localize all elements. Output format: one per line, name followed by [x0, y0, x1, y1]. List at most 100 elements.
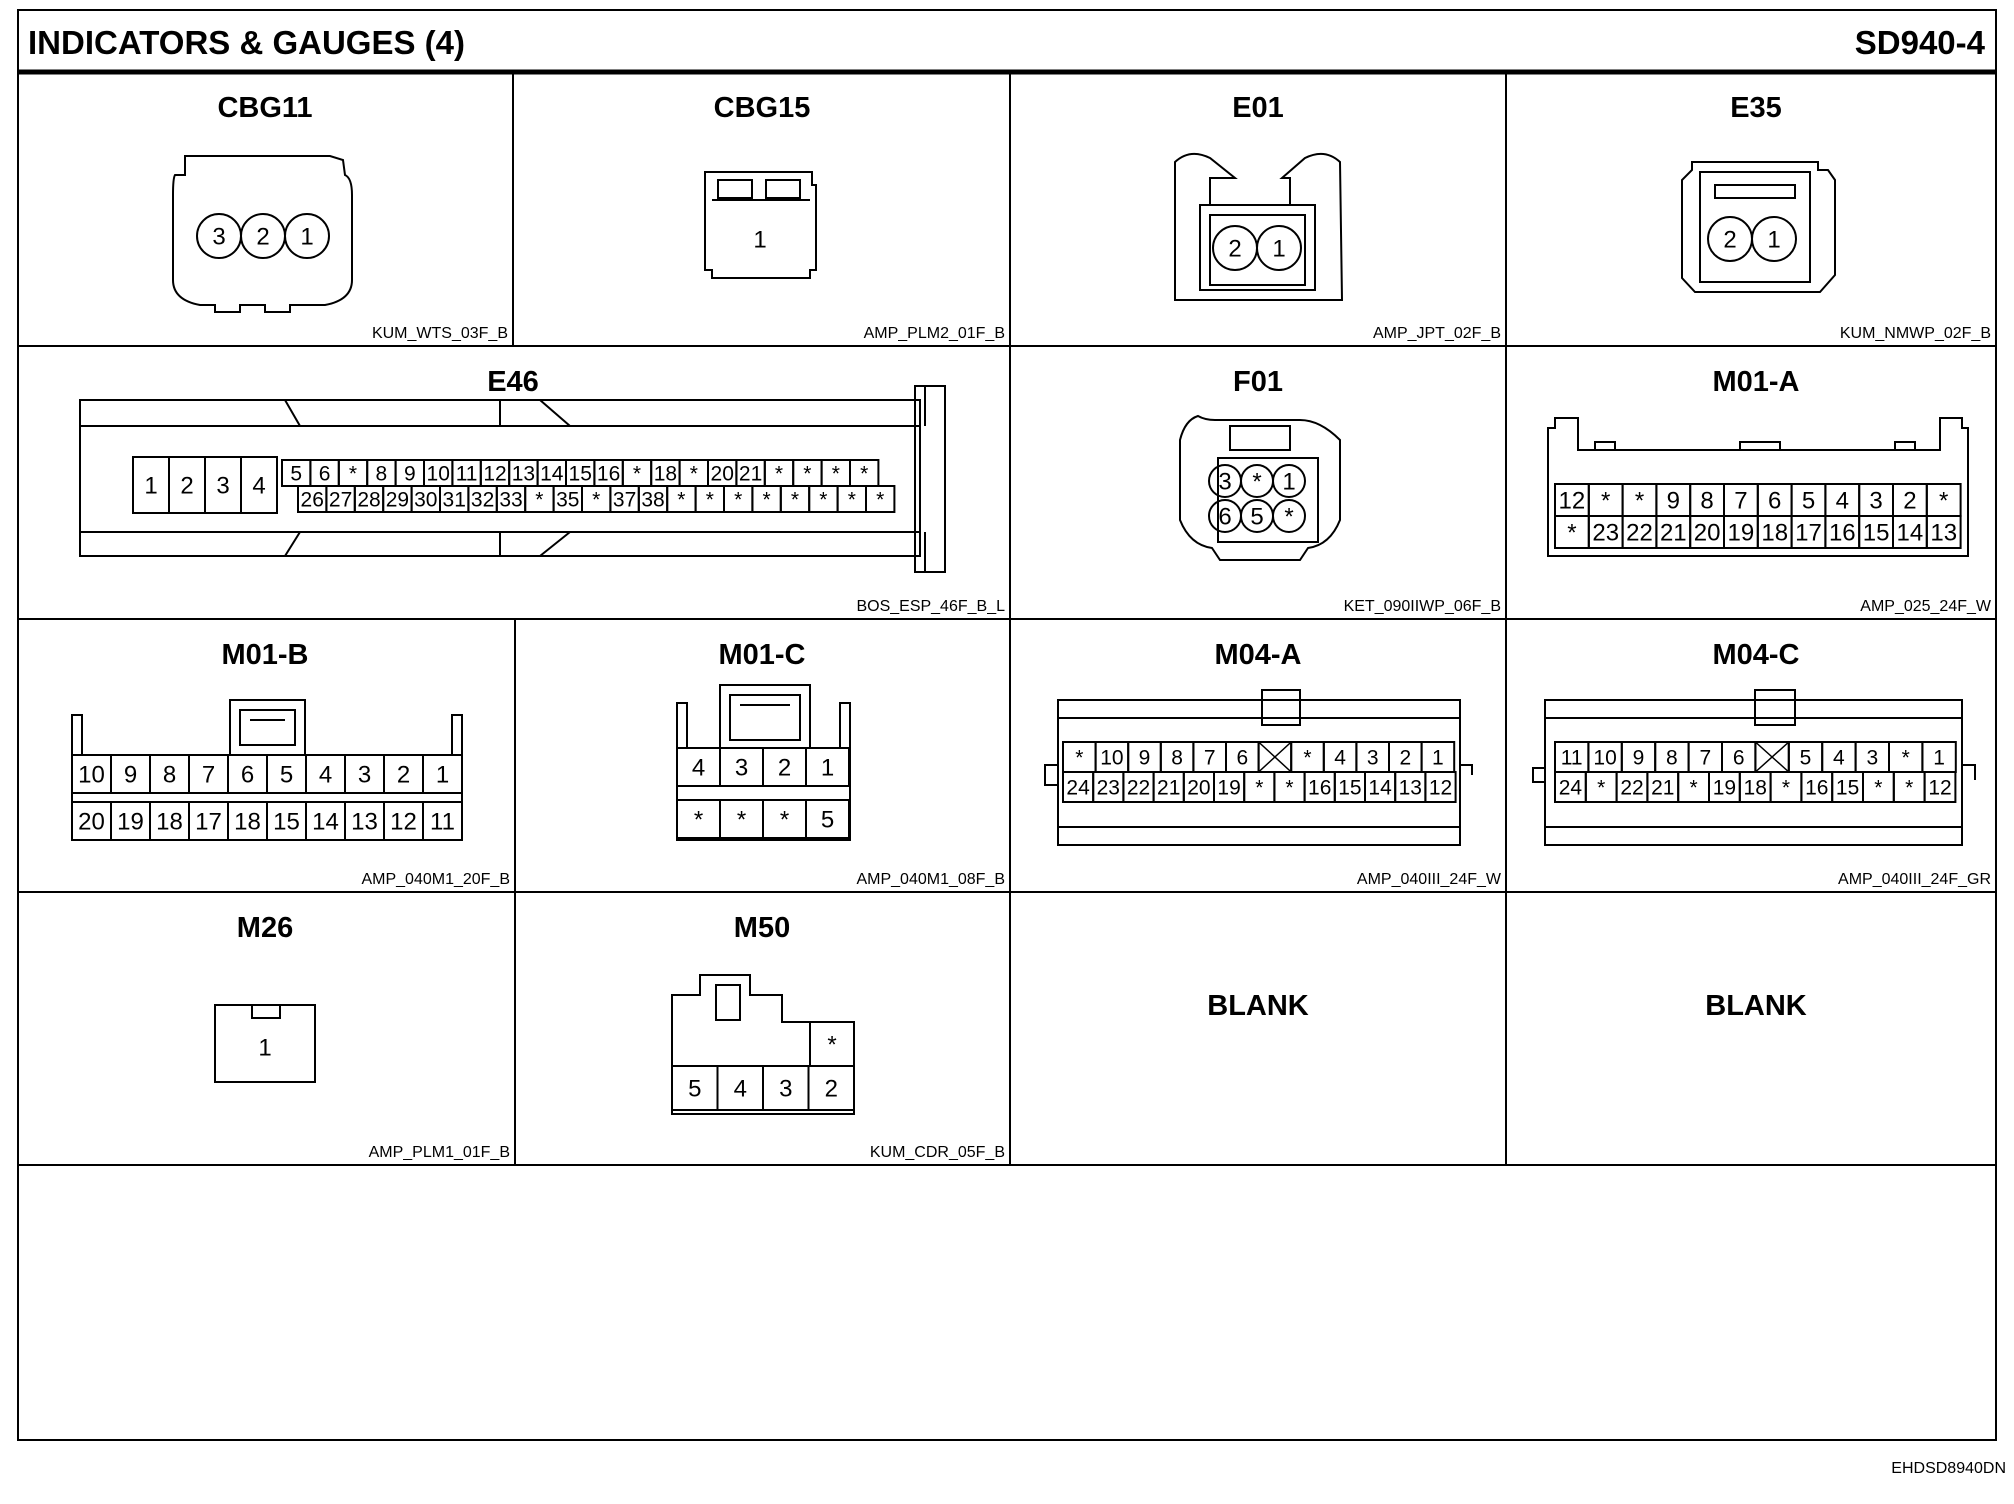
pin-label: * [1601, 488, 1610, 515]
connector-name: F01 [1233, 366, 1283, 398]
pin-label: 35 [556, 489, 579, 512]
pin-label: 16 [1829, 520, 1856, 547]
pin-label: 29 [386, 489, 409, 512]
pin-label: 10 [1593, 747, 1616, 770]
pin-label: 3 [1367, 747, 1379, 770]
pin-label: * [827, 1032, 836, 1059]
pin-label: 10 [427, 463, 450, 486]
pin-label: 1 [258, 1035, 271, 1062]
pin-label: * [1782, 777, 1790, 800]
pin-label: * [706, 489, 714, 512]
connector-part-code: AMP_PLM2_01F_B [864, 325, 1005, 342]
pin-label: * [763, 489, 771, 512]
pin-label: 1 [300, 224, 313, 251]
pin-label: 6 [1768, 488, 1781, 515]
pin-label: * [1874, 777, 1882, 800]
connector-name: M50 [734, 912, 790, 944]
pin-label: 7 [1734, 488, 1747, 515]
pin-label: * [737, 807, 746, 834]
pin-label: 15 [569, 463, 592, 486]
pin-label: 21 [739, 463, 762, 486]
pin-label: * [803, 463, 811, 486]
pin-label: 3 [735, 755, 748, 782]
pin-label: 3 [216, 473, 229, 500]
pin-label: 19 [1713, 777, 1736, 800]
pin-label: 5 [1250, 504, 1263, 531]
pin-label: 21 [1651, 777, 1674, 800]
connector-name: M01-C [718, 639, 805, 671]
blank-cell-label: BLANK [1207, 990, 1309, 1022]
pin-label: 5 [1800, 747, 1812, 770]
pin-label: 9 [124, 762, 137, 789]
sheet-frame [17, 9, 1997, 1441]
pin-label: 17 [1795, 520, 1822, 547]
pin-label: 9 [1633, 747, 1645, 770]
connector-part-code: BOS_ESP_46F_B_L [856, 598, 1005, 615]
connector-part-code: AMP_040M1_20F_B [361, 871, 510, 888]
pin-label: 3 [1869, 488, 1882, 515]
pin-label: * [690, 463, 698, 486]
pin-label: 1 [1767, 227, 1780, 254]
connector-name: E46 [487, 366, 539, 398]
pin-label: 14 [1368, 777, 1392, 800]
pin-label: 4 [1334, 747, 1346, 770]
pin-label: 2 [1228, 236, 1241, 263]
pin-label: 28 [357, 489, 380, 512]
pin-label: 2 [397, 762, 410, 789]
pin-label: 18 [234, 809, 261, 836]
pin-label: 2 [180, 473, 193, 500]
pin-label: 1 [753, 227, 766, 254]
connector-name: CBG11 [217, 92, 312, 124]
pin-label: 4 [734, 1076, 747, 1103]
pin-label: * [1597, 777, 1605, 800]
pin-label: 9 [404, 463, 416, 486]
pin-label: 8 [1666, 747, 1678, 770]
pin-label: * [1303, 747, 1311, 770]
pin-label: 3 [1218, 469, 1231, 496]
pin-label: 16 [1308, 777, 1331, 800]
pin-label: 19 [1217, 777, 1240, 800]
pin-label: 6 [1236, 747, 1248, 770]
pin-label: 14 [540, 463, 564, 486]
pin-label: * [592, 489, 600, 512]
connector-name: M01-A [1712, 366, 1799, 398]
pin-label: 5 [821, 807, 834, 834]
pin-label: * [535, 489, 543, 512]
pin-label: 4 [1833, 747, 1845, 770]
pin-label: 18 [654, 463, 677, 486]
pin-label: 2 [1723, 227, 1736, 254]
pin-label: 27 [329, 489, 352, 512]
pin-label: * [848, 489, 856, 512]
pin-label: 8 [163, 762, 176, 789]
pin-label: 21 [1157, 777, 1180, 800]
pin-label: 10 [78, 762, 105, 789]
pin-label: 12 [1429, 777, 1452, 800]
pin-label: * [1255, 777, 1263, 800]
pin-label: 8 [1700, 488, 1713, 515]
pin-label: * [1635, 488, 1644, 515]
pin-label: * [775, 463, 783, 486]
pin-label: 15 [1338, 777, 1361, 800]
pin-label: 1 [821, 755, 834, 782]
connector-part-code: AMP_040III_24F_GR [1838, 871, 1991, 888]
connector-name: CBG15 [714, 92, 811, 124]
pin-label: 11 [456, 463, 478, 486]
pin-label: 26 [301, 489, 324, 512]
pin-label: * [860, 463, 868, 486]
pin-label: 23 [1592, 520, 1619, 547]
pin-label: 4 [252, 473, 265, 500]
pin-label: 12 [483, 463, 506, 486]
connector-name: M26 [237, 912, 293, 944]
pin-label: 14 [312, 809, 339, 836]
pin-label: 19 [117, 809, 144, 836]
pin-label: 10 [1100, 747, 1123, 770]
pin-label: 7 [1699, 747, 1711, 770]
